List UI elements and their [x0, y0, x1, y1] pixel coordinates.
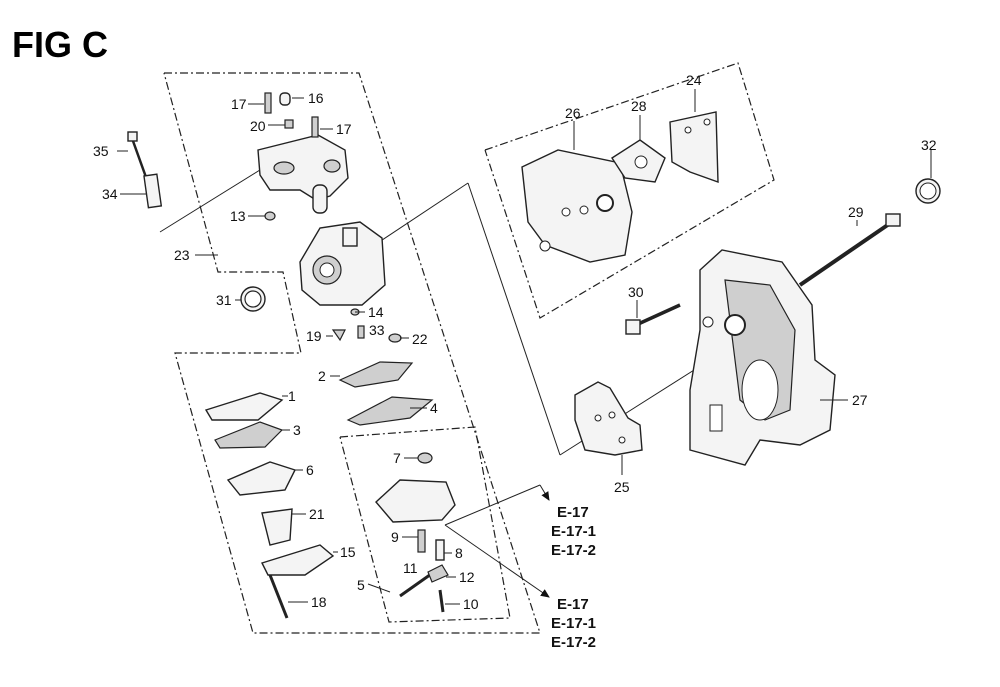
- callout-33: 33: [369, 322, 385, 338]
- carburetor-group-outline: [163, 72, 541, 634]
- jet-13: [264, 211, 276, 221]
- plate-25: [574, 381, 643, 456]
- callout-1: 1: [288, 388, 296, 404]
- callout-29: 29: [848, 204, 864, 220]
- gasket-group-outline: [484, 62, 775, 319]
- gasket-1: [204, 392, 284, 421]
- cover-6: [226, 461, 296, 496]
- figure-title: FIG C: [12, 24, 108, 65]
- callout-34: 34: [102, 186, 118, 202]
- callout-26: 26: [565, 105, 581, 121]
- diaphragm-4: [346, 396, 434, 426]
- callout-30: 30: [628, 284, 644, 300]
- callout-labels: 17 16 20 17 35 34 13 23 31 14 19 33 22 2…: [93, 72, 937, 612]
- callout-31: 31: [216, 292, 232, 308]
- needle-8: [435, 539, 445, 561]
- lever-12: [427, 564, 449, 583]
- ref-lower-2: E-17-1: [551, 615, 596, 632]
- carburetor-cover: [257, 134, 349, 214]
- screw-18: [268, 574, 289, 619]
- callout-22: 22: [412, 331, 428, 347]
- primer-21: [261, 508, 293, 546]
- callout-23: 23: [174, 247, 190, 263]
- parts: [127, 92, 941, 619]
- callout-21: 21: [309, 506, 325, 522]
- carburetor-body: [299, 221, 386, 306]
- pump-group-outline: [339, 426, 511, 623]
- callout-24: 24: [686, 72, 702, 88]
- callout-32: 32: [921, 137, 937, 153]
- spacer-34: [143, 173, 163, 209]
- diaphragm-3: [214, 421, 284, 449]
- callout-6: 6: [306, 462, 314, 478]
- callout-14: 14: [368, 304, 384, 320]
- screw-10: [438, 589, 445, 613]
- callout-20: 20: [250, 118, 266, 134]
- callout-28: 28: [631, 98, 647, 114]
- callout-17b: 17: [336, 121, 352, 137]
- screw-17b: [311, 116, 319, 138]
- callout-27: 27: [852, 392, 868, 408]
- callout-8: 8: [455, 545, 463, 561]
- plate-24: [669, 111, 719, 184]
- insulator-27: [689, 249, 836, 466]
- gasket-26: [521, 149, 633, 263]
- ref-upper-1: E-17: [557, 504, 589, 521]
- callout-16: 16: [308, 90, 324, 106]
- callout-2: 2: [318, 368, 326, 384]
- callout-9: 9: [391, 529, 399, 545]
- bolt-30: [625, 303, 681, 335]
- plug-16: [279, 92, 291, 106]
- bolt-35: [127, 131, 149, 181]
- ref-lower-1: E-17: [557, 596, 589, 613]
- callout-13: 13: [230, 208, 246, 224]
- cover-15: [261, 544, 335, 576]
- callout-19: 19: [306, 328, 322, 344]
- callout-11: 11: [403, 560, 418, 576]
- screw-17: [264, 92, 272, 114]
- callout-5: 5: [357, 577, 365, 593]
- reference-upper: E-17 E-17-1 E-17-2: [551, 504, 596, 559]
- pump-body: [375, 479, 456, 523]
- leader-lines: [117, 89, 932, 605]
- callout-17: 17: [231, 96, 247, 112]
- callout-35: 35: [93, 143, 109, 159]
- callout-12: 12: [459, 569, 475, 585]
- ref-lower-3: E-17-2: [551, 634, 596, 651]
- callout-4: 4: [430, 400, 438, 416]
- callout-25: 25: [614, 479, 630, 495]
- ref-upper-2: E-17-1: [551, 523, 596, 540]
- callout-3: 3: [293, 422, 301, 438]
- ring-20: [284, 119, 294, 129]
- callout-18: 18: [311, 594, 327, 610]
- pin-11: [399, 570, 435, 598]
- spring-9: [417, 529, 426, 553]
- callout-7: 7: [393, 450, 401, 466]
- bolt-29: [798, 213, 901, 287]
- callout-10: 10: [463, 596, 479, 612]
- reference-lower: E-17 E-17-1 E-17-2: [551, 596, 596, 651]
- callout-15: 15: [340, 544, 356, 560]
- ref-upper-3: E-17-2: [551, 542, 596, 559]
- gasket-2: [338, 361, 414, 388]
